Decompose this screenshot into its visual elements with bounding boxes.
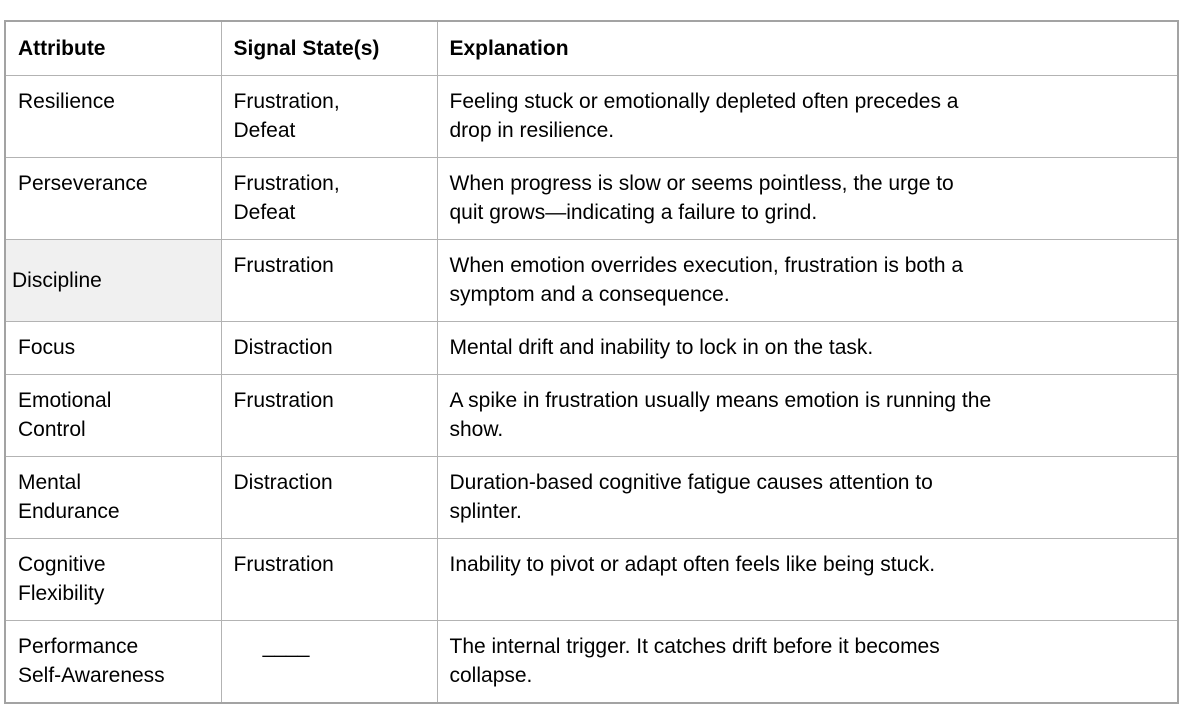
explanation-cell[interactable]: The internal trigger. It catches drift b…: [436, 620, 1179, 704]
signal-cell[interactable]: Frustration, Defeat: [220, 157, 438, 240]
signal-cell[interactable]: Frustration: [220, 374, 438, 457]
explanation-cell[interactable]: When progress is slow or seems pointless…: [436, 157, 1179, 240]
column-header-signal[interactable]: Signal State(s): [220, 20, 438, 76]
attribute-cell[interactable]: Focus: [4, 321, 222, 375]
signal-cell[interactable]: Distraction: [220, 456, 438, 539]
attribute-cell[interactable]: Mental Endurance: [4, 456, 222, 539]
attribute-cell[interactable]: Performance Self-Awareness: [4, 620, 222, 704]
attribute-cell[interactable]: Emotional Control: [4, 374, 222, 457]
explanation-cell[interactable]: A spike in frustration usually means emo…: [436, 374, 1179, 457]
signal-cell[interactable]: Frustration: [220, 538, 438, 621]
table-row: Performance Self-Awareness ____The inter…: [4, 620, 1179, 704]
signal-cell[interactable]: ____: [220, 620, 438, 704]
explanation-cell[interactable]: Inability to pivot or adapt often feels …: [436, 538, 1179, 621]
explanation-cell[interactable]: Duration-based cognitive fatigue causes …: [436, 456, 1179, 539]
attribute-cell[interactable]: Perseverance: [4, 157, 222, 240]
signal-cell[interactable]: Frustration: [220, 239, 438, 322]
column-header-attribute[interactable]: Attribute: [4, 20, 222, 76]
explanation-cell[interactable]: Mental drift and inability to lock in on…: [436, 321, 1179, 375]
attribute-cell[interactable]: Resilience: [4, 75, 222, 158]
attribute-cell[interactable]: Cognitive Flexibility: [4, 538, 222, 621]
explanation-cell[interactable]: Feeling stuck or emotionally depleted of…: [436, 75, 1179, 158]
attribute-cell[interactable]: Discipline: [4, 239, 222, 322]
column-header-explanation[interactable]: Explanation: [436, 20, 1179, 76]
signal-cell[interactable]: Frustration, Defeat: [220, 75, 438, 158]
signal-cell[interactable]: Distraction: [220, 321, 438, 375]
explanation-cell[interactable]: When emotion overrides execution, frustr…: [436, 239, 1179, 322]
